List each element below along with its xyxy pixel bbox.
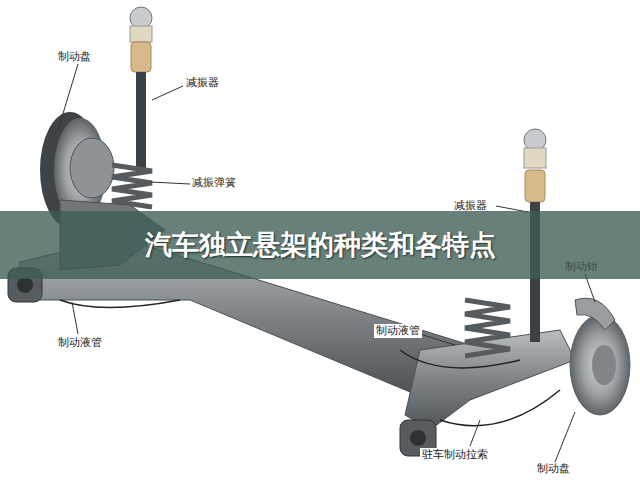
part-label: 驻车制动拉索 [420, 448, 490, 462]
part-label: 制动液管 [56, 336, 104, 350]
part-label: 减振器 [184, 76, 221, 90]
part-label: 制动液管 [374, 324, 422, 338]
title-text: 汽车独立悬架的种类和各特点 [0, 229, 640, 261]
part-label: 减振弹簧 [190, 176, 238, 190]
part-label: 制动盘 [56, 50, 93, 64]
part-label: 制动盘 [535, 462, 572, 476]
title-banner: 汽车独立悬架的种类和各特点 [0, 211, 640, 279]
